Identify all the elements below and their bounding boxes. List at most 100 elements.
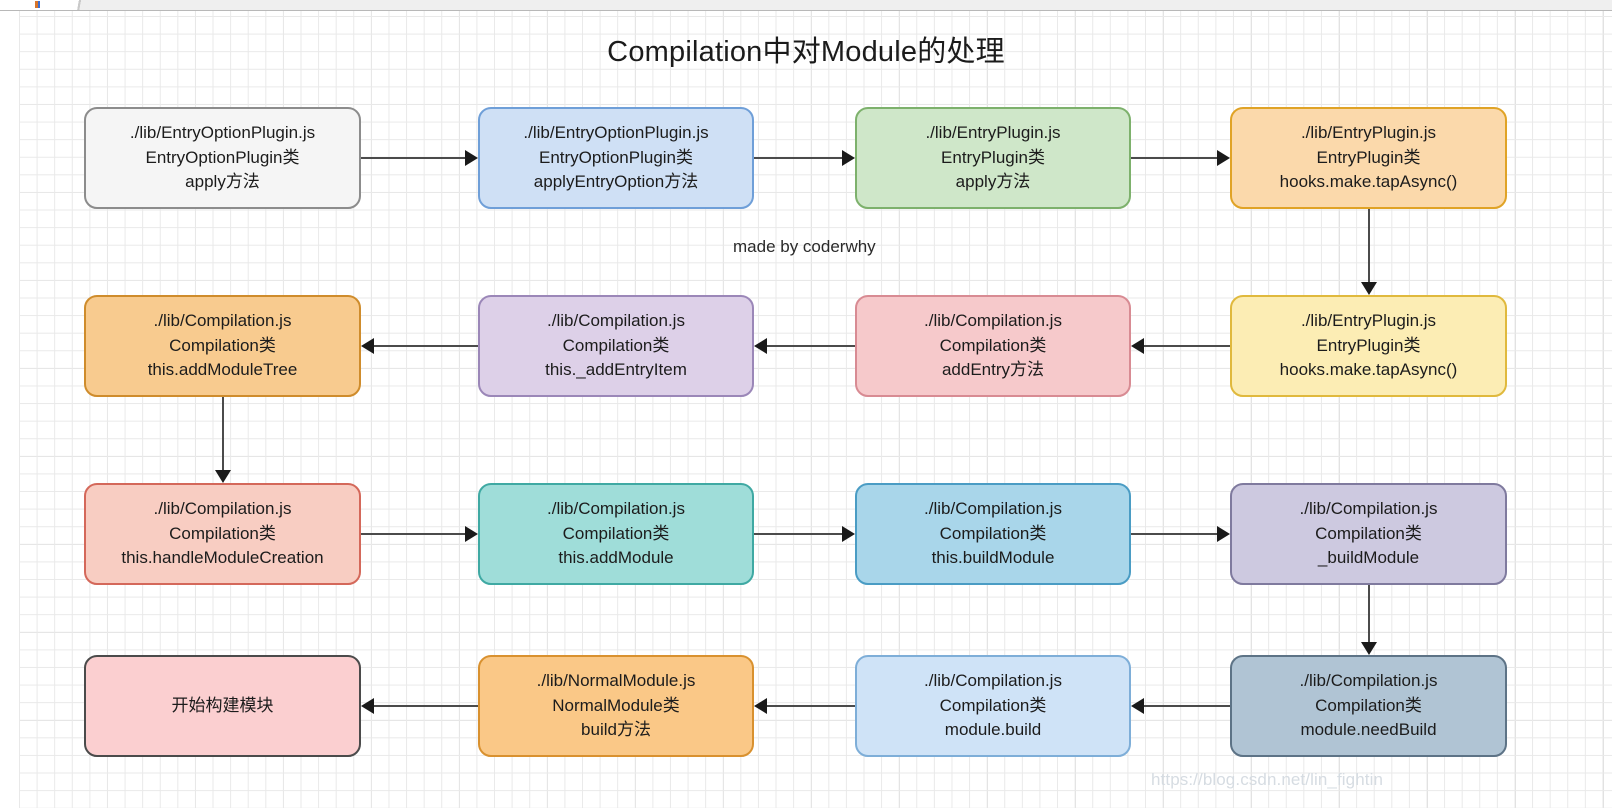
edge-arrowhead-icon <box>1131 698 1144 714</box>
node-text-line: this._addEntryItem <box>545 360 687 380</box>
edge-arrowhead-icon <box>754 698 767 714</box>
node-text-line: applyEntryOption方法 <box>533 172 699 192</box>
edge-line <box>374 705 478 707</box>
node-text-line: ./lib/EntryPlugin.js <box>1300 311 1437 331</box>
edge-line <box>767 705 855 707</box>
node-text-line: ./lib/Compilation.js <box>153 499 292 519</box>
browser-tab-strip[interactable] <box>0 0 1612 11</box>
edge-line <box>361 157 465 159</box>
node-text-line: ./lib/Compilation.js <box>547 499 685 519</box>
canvas-left-margin <box>0 11 19 808</box>
edge-arrowhead-icon <box>214 470 231 483</box>
edge-line <box>1144 345 1230 347</box>
edge-arrowhead-icon <box>361 698 374 714</box>
node-text-line: this.addModule <box>558 548 674 568</box>
node-text-line: apply方法 <box>955 172 1031 192</box>
node-text-line: EntryOptionPlugin类 <box>538 147 694 167</box>
edge-arrowhead-icon <box>1217 526 1230 542</box>
edge-arrowhead-icon <box>1360 642 1377 655</box>
edge-line <box>767 345 855 347</box>
edge-arrowhead-icon <box>1131 338 1144 354</box>
node-text-line: module.needBuild <box>1300 720 1437 740</box>
node-text-line: ./lib/Compilation.js <box>547 311 685 331</box>
edge-line <box>1144 705 1230 707</box>
node-text-line: Compilation类 <box>1315 523 1422 543</box>
edge-line <box>1367 209 1370 282</box>
node-text-line: _buildModule <box>1317 548 1420 568</box>
node-text-line: module.build <box>944 720 1042 740</box>
node-text-line: Compilation类 <box>562 335 670 355</box>
node-text-line: this.addModuleTree <box>147 360 298 380</box>
edge-line <box>754 157 842 159</box>
node-text-line: ./lib/Compilation.js <box>1299 499 1438 519</box>
node-text-line: hooks.make.tapAsync() <box>1279 172 1458 192</box>
edge-arrowhead-icon <box>361 338 374 354</box>
node-text-line: this.handleModuleCreation <box>121 548 324 568</box>
diagram-canvas: Compilation中对Module的处理 made by coderwhy … <box>0 11 1612 808</box>
node-text-line: Compilation类 <box>562 523 670 543</box>
node-text-line: ./lib/EntryPlugin.js <box>925 123 1061 143</box>
node-text-line: Compilation类 <box>169 523 276 543</box>
edge-arrowhead-icon <box>465 150 478 166</box>
edge-arrowhead-icon <box>754 338 767 354</box>
edge-line <box>221 397 224 470</box>
edge-arrowhead-icon <box>842 150 855 166</box>
node-text-line: EntryPlugin类 <box>1316 147 1421 167</box>
tab-favicon-icon-secondary <box>38 1 40 8</box>
node-text-line: EntryOptionPlugin类 <box>145 147 300 167</box>
node-text-line: Compilation类 <box>939 335 1047 355</box>
edge-arrowhead-icon <box>465 526 478 542</box>
author-credit: made by coderwhy <box>733 237 876 256</box>
node-text-line: EntryPlugin类 <box>941 147 1045 167</box>
edge-line <box>1131 533 1217 535</box>
node-text-line: hooks.make.tapAsync() <box>1279 360 1458 380</box>
node-text-line: ./lib/Compilation.js <box>924 499 1062 519</box>
tab-favicon-icon <box>35 1 38 8</box>
edge-line <box>361 533 465 535</box>
edge-line <box>754 533 842 535</box>
node-text-line: ./lib/Compilation.js <box>924 311 1062 331</box>
node-text-line: 开始构建模块 <box>171 695 274 715</box>
node-text-line: Compilation类 <box>939 523 1047 543</box>
node-text-line: ./lib/EntryOptionPlugin.js <box>129 123 316 143</box>
node-text-line: Compilation类 <box>1315 695 1422 715</box>
node-text-line: ./lib/EntryOptionPlugin.js <box>523 123 709 143</box>
node-text-line: apply方法 <box>185 172 260 192</box>
node-text-line: build方法 <box>581 720 651 740</box>
diagram-node[interactable]: 开始构建模块 <box>84 655 361 757</box>
page-title: Compilation中对Module的处理 <box>607 36 1005 68</box>
edge-line <box>374 345 478 347</box>
node-text-line: addEntry方法 <box>941 360 1045 380</box>
node-text-line: this.buildModule <box>931 548 1055 568</box>
node-text-line: ./lib/NormalModule.js <box>536 671 696 691</box>
node-text-line: Compilation类 <box>169 335 276 355</box>
edge-line <box>1131 157 1217 159</box>
node-text-line: NormalModule类 <box>552 695 680 715</box>
node-text-line: EntryPlugin类 <box>1316 335 1421 355</box>
edge-arrowhead-icon <box>842 526 855 542</box>
edge-arrowhead-icon <box>1360 282 1377 295</box>
node-text-line: ./lib/Compilation.js <box>924 671 1062 691</box>
edge-arrowhead-icon <box>1217 150 1230 166</box>
browser-tab[interactable] <box>70 0 88 10</box>
edge-line <box>1367 585 1370 642</box>
node-text-line: ./lib/Compilation.js <box>1299 671 1438 691</box>
node-text-line: ./lib/Compilation.js <box>153 311 292 331</box>
node-text-line: ./lib/EntryPlugin.js <box>1300 123 1437 143</box>
